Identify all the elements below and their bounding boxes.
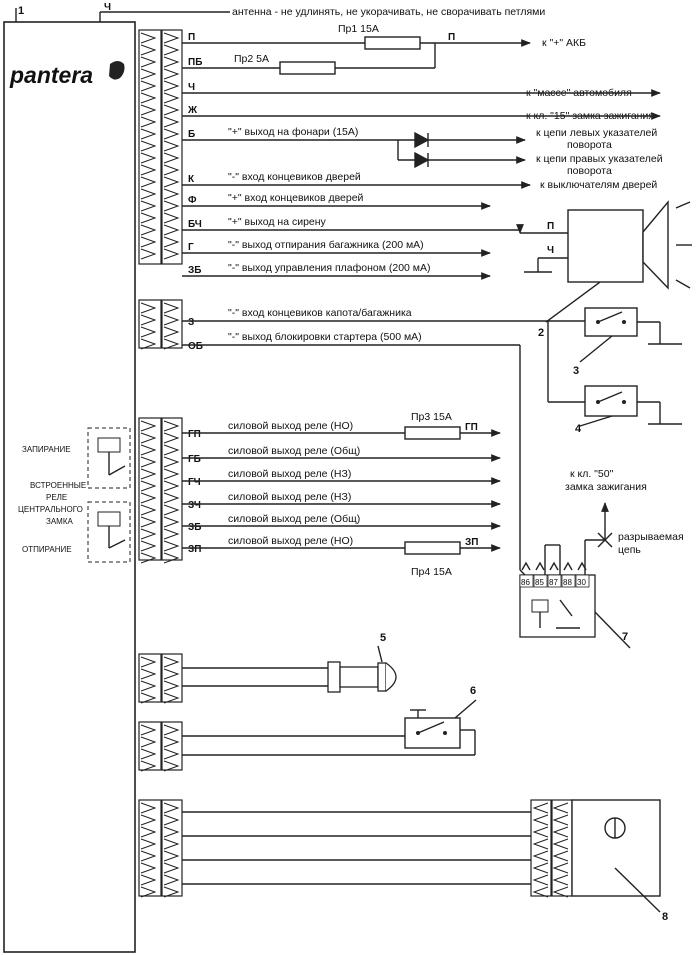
valet-switch [404,699,477,749]
relay-pin: 85 [535,578,544,587]
wire-code: Ж [187,105,198,116]
turn-right-line2: поворота [567,165,612,177]
wire-label: "+" выход на фонари (15А) [228,126,358,138]
relay-pin: 87 [549,578,558,587]
wire-code: Б [188,129,195,140]
wire-code: Г [188,242,194,253]
wire-code: Ф [188,195,197,206]
callout-5: 5 [380,632,386,644]
callout-1: 1 [18,5,24,17]
relay-label-1: ВСТРОЕННЫЕ [30,481,86,490]
starter-relay-pins: 86 85 87 88 30 [519,561,590,588]
callout-4: 4 [575,423,582,435]
siren-p: П [547,221,554,232]
wire-label: силовой выход реле (Общ) [228,513,360,525]
wire-code: БЧ [188,219,202,230]
led-wires [182,667,328,687]
relay-unlock-label: ОТПИРАНИЕ [22,545,72,554]
main-unit [3,21,136,953]
gp-right-label: ГП [465,422,478,433]
callout-3: 3 [573,365,579,377]
door-switch [579,385,682,427]
siren [524,200,692,323]
wire-code: ЗЧ [188,500,201,511]
wire-destination: к "+" АКБ [542,37,586,49]
kl50-line2: замка зажигания [565,481,647,493]
wire-label: "-" выход блокировки стартера (500 мА) [228,331,422,343]
wire-label: силовой выход реле (Общ) [228,445,360,457]
wire-code: ПБ [188,57,202,68]
wire-label: "-" вход концевиков капота/багажника [228,307,412,319]
wire-label: силовой выход реле (НО) [228,420,353,432]
relay-label-3: ЦЕНТРАЛЬНОГО [18,505,83,514]
break-line1: разрываемая [618,531,684,543]
wire-code: ГЧ [188,477,201,488]
wire-code: ЗП [188,544,201,555]
wire-code: К [188,174,195,185]
callout-7: 7 [622,631,628,643]
wire-code: З [188,317,194,328]
fuse-pr3-label: Пр3 15А [411,411,452,423]
wire-code: ЗБ [188,522,201,533]
antenna-code: Ч [104,2,111,13]
relay-lock-label: ЗАПИРАНИЕ [22,445,71,454]
zp-right-label: ЗП [465,537,478,548]
relay-label-4: ЗАМКА [46,517,73,526]
relay-pin: 88 [563,578,572,587]
turn-right-line1: к цепи правых указателей [536,153,663,165]
wire-code: ОБ [188,341,203,352]
antenna-note: антенна - не удлинять, не укорачивать, н… [232,6,545,18]
callout-6: 6 [470,685,476,697]
wire-label: силовой выход реле (НЗ) [228,491,351,503]
wire-label: "-" вход концевиков дверей [228,171,361,183]
turn-left-line2: поворота [567,139,612,151]
wire-label: "+" вход концевиков дверей [228,192,364,204]
fuse-pr4-label: Пр4 15А [411,566,452,578]
sensor-wires [182,811,531,885]
wire-label: "-" выход отпирания багажника (200 мА) [228,239,424,251]
wire-destination: к выключателям дверей [540,179,657,191]
internal-relays [87,427,131,563]
fuse-pr2-label: Пр2 5А [234,53,269,65]
group1-wires [182,36,661,280]
group2-wires [182,320,585,576]
kl50-line1: к кл. "50" [570,468,614,480]
callout-2: 2 [538,327,544,339]
status-led [327,645,397,693]
pantera-logo: pantera [6,58,128,92]
siren-ch: Ч [547,245,554,256]
wire-code: ЗБ [188,265,201,276]
valet-wires [182,729,476,756]
wire-code: П [188,32,195,43]
hood-switch [579,307,682,363]
p-right-label: П [448,32,455,43]
group3-wires [404,426,461,555]
wire-label: "+" выход на сирену [228,216,327,228]
logo-text: pantera [9,62,93,88]
relay-label-2: РЕЛЕ [46,493,67,502]
wire-code: Ч [188,82,195,93]
relay-pin: 30 [577,578,586,587]
callout-8: 8 [662,911,668,923]
group3-rows: ГП силовой выход реле (НО) ГБ силовой выход… [182,420,501,555]
wire-label: "-" выход управления плафоном (200 мА) [228,262,431,274]
turn-left-line1: к цепи левых указателей [536,127,657,139]
break-line2: цепь [618,544,641,556]
relay-pin: 86 [521,578,530,587]
wire-code: ГБ [188,454,201,465]
fuse-pr1-label: Пр1 15А [338,23,379,35]
wire-code: ГП [188,429,201,440]
shock-sensor [571,799,661,913]
wire-label: силовой выход реле (НЗ) [228,468,351,480]
wire-label: силовой выход реле (НО) [228,535,353,547]
